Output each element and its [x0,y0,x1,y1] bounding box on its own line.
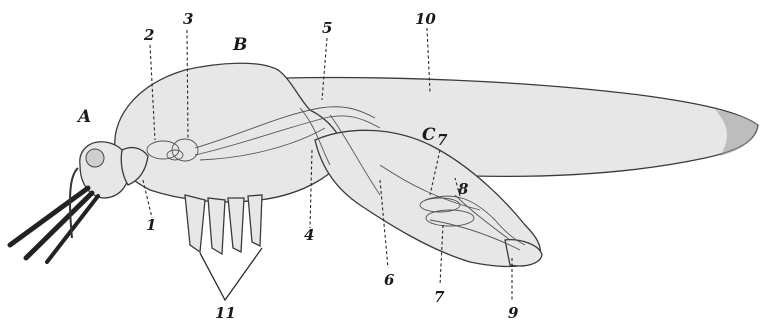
label-9: 9 [508,304,519,322]
label-10: 10 [415,10,436,28]
label-C: C [422,125,436,145]
label-8: 8 [458,180,469,198]
label-2: 2 [143,26,154,44]
label-7-upper: 7 [437,131,448,149]
label-6: 6 [384,271,395,289]
label-4: 4 [304,226,314,244]
label-3: 3 [183,10,193,28]
label-7-lower: 7 [434,288,445,306]
label-A: A [76,107,91,127]
label-11: 11 [215,304,236,322]
label-5: 5 [322,19,332,37]
label-B: B [232,35,247,55]
label-1: 1 [146,216,156,234]
legs [185,195,262,254]
eye [86,149,104,167]
